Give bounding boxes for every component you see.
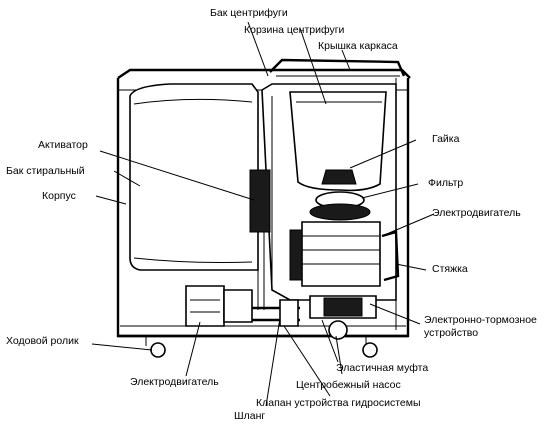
- centrifugal-pump: [328, 320, 348, 340]
- left-motor: [185, 285, 253, 327]
- label-frame-lid: Крышка каркаса: [318, 40, 398, 52]
- label-motor-left: Электродвигатель: [130, 376, 219, 388]
- label-wash-tank: Бак стиральный: [6, 165, 85, 177]
- label-spin-basket: Корзина центрифуги: [244, 24, 345, 36]
- label-hose: Шланг: [234, 410, 265, 422]
- label-nut: Гайка: [432, 133, 460, 145]
- label-pump: Центробежный насос: [296, 379, 401, 391]
- filter: [309, 191, 371, 221]
- running-roller-right: [362, 336, 378, 358]
- label-spin-tank: Бак центрифуги: [210, 7, 288, 19]
- label-brake-line2: устройство: [424, 327, 478, 339]
- valve: [279, 299, 299, 327]
- label-roller: Ходовой ролик: [6, 335, 79, 347]
- frame-lid: [269, 58, 406, 77]
- label-activator: Активатор: [38, 139, 88, 151]
- label-housing: Корпус: [42, 190, 76, 202]
- label-tie: Стяжка: [432, 263, 468, 275]
- leader-lines: [91, 21, 435, 407]
- nut: [321, 169, 357, 185]
- label-motor-right: Электродвигатель: [432, 207, 521, 219]
- label-coupling: Эластичная муфта: [336, 362, 428, 374]
- wash-tank: [129, 83, 259, 271]
- label-filter: Фильтр: [428, 177, 463, 189]
- activator: [249, 169, 271, 310]
- spin-basket: [289, 91, 387, 192]
- running-roller-left: [145, 336, 166, 358]
- tie-rod: [381, 230, 400, 282]
- label-brake-line1: Электронно-тормозное: [424, 314, 537, 326]
- right-motor: [289, 221, 381, 287]
- brake-device: [309, 295, 377, 319]
- label-valve: Клапан устройства гидросистемы: [256, 397, 421, 409]
